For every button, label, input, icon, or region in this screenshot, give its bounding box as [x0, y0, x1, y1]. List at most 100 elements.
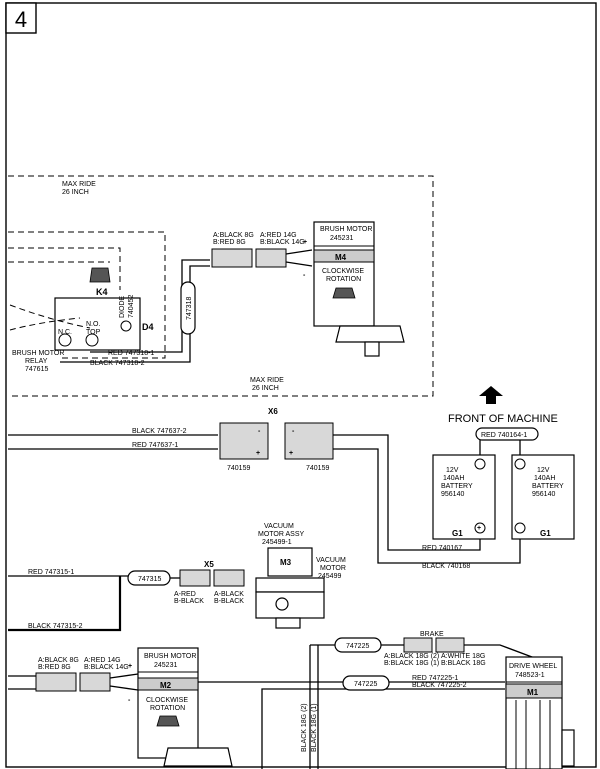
x6-left-plus: +: [256, 450, 260, 457]
lower-motor-title: BRUSH MOTOR: [144, 653, 196, 660]
brake-left-a: A:BLACK 18G (2): [384, 653, 439, 660]
upper-harness-tag: [180, 281, 196, 335]
x6-right-part: 740159: [306, 465, 329, 472]
brake-label: BRAKE: [420, 631, 444, 638]
drive-harness-tag: [342, 675, 390, 691]
x6-wire-black: BLACK 747637-2: [132, 428, 187, 435]
relay-title1: BRUSH MOTOR: [12, 350, 64, 357]
vac-left-a: A-RED: [174, 591, 196, 598]
upper-harness: 747318 RED 747318-1 BLACK 747318-2: [60, 259, 210, 367]
battery-left: [432, 454, 496, 540]
lower-motor-body: [137, 647, 199, 759]
brake: 747225 BRAKE A:BLACK 18G (2) B:BLACK 18G…: [301, 631, 541, 769]
drive-wheel-part: 748523-1: [515, 672, 545, 679]
x6-connector: BLACK 747637-2 RED 747637-1 X6 - + - + 7…: [8, 407, 521, 564]
brake-harness-tag: [334, 637, 382, 653]
front-label: FRONT OF MACHINE: [448, 413, 558, 425]
vac-assy1: VACUUM: [264, 523, 294, 530]
relay-no: N.O.: [86, 321, 100, 328]
zone-upper-line2: 26 INCH: [62, 189, 89, 196]
vac-wire-red: RED 747315-1: [28, 569, 74, 576]
lower-conn-left-a: A:BLACK 8G: [38, 657, 79, 664]
page-number-box: [5, 2, 37, 34]
diode: D4 DIODE 740452: [119, 295, 154, 332]
brake-harness: 747225: [346, 643, 369, 650]
drive-wire-black: BLACK 747225-2: [412, 682, 467, 689]
page-number: 4: [15, 7, 27, 32]
upper-plus: +: [303, 239, 307, 246]
upper-connector-left: [211, 248, 253, 268]
vac-harness: 747315: [138, 576, 161, 583]
upper-connector-right: [255, 248, 287, 268]
vac-connector-left: [179, 569, 211, 587]
x6-wire-red: RED 747637-1: [132, 442, 178, 449]
upper-motor-brush-icon: [332, 287, 356, 299]
upper-harness-black: BLACK 747318-2: [90, 360, 145, 367]
x6-left-part: 740159: [227, 465, 250, 472]
vac-fan-icon: [275, 597, 289, 611]
vac-motor-ref: M3: [280, 558, 292, 567]
upper-conn-left-a: A:BLACK 8G: [213, 232, 254, 239]
front-of-machine: FRONT OF MACHINE: [448, 386, 558, 425]
max-ride-zone: MAX RIDE 26 INCH MAX RIDE 26 INCH: [8, 175, 434, 397]
battery-left-line3: BATTERY: [441, 483, 473, 490]
diode-ref: D4: [142, 322, 154, 332]
lower-motor-rotation2: ROTATION: [150, 705, 185, 712]
vac-x5: X5: [204, 560, 214, 569]
lower-motor-ref: M2: [160, 681, 172, 690]
battery-left-ref: G1: [452, 529, 463, 538]
upper-conn-right-a: A:RED 14G: [260, 232, 297, 239]
drive-wheel: 747225 RED 747225-1 BLACK 747225-2 DRIVE…: [190, 656, 575, 769]
relay-ref: K4: [96, 287, 108, 297]
battery-link-tag: [475, 427, 539, 441]
x6-right-minus: -: [292, 428, 295, 435]
upper-harness-red: RED 747318-1: [108, 350, 154, 357]
front-arrow-icon: [479, 386, 503, 404]
zone-lower-line2: 26 INCH: [252, 385, 279, 392]
relay-top: TOP: [86, 329, 101, 336]
vertical-wire-1: BLACK 18G (1): [311, 703, 318, 752]
lower-motor-rotation1: CLOCKWISE: [146, 697, 188, 704]
brake-connector-left: [403, 637, 433, 653]
diode-part: 740452: [128, 295, 135, 318]
x6-right-plus: +: [289, 450, 293, 457]
upper-motor-gearbox: [335, 325, 405, 343]
drive-wheel-body: [505, 656, 563, 769]
x6-left-housing: [219, 422, 269, 460]
battery-left-line4: 956140: [441, 491, 464, 498]
vac-connector-right: [213, 569, 245, 587]
x6-ref: X6: [268, 407, 278, 416]
brush-motor-relay: K4 N.O. TOP N.C. BRUSH MOTOR RELAY 74761…: [8, 247, 141, 373]
battery-right-line3: BATTERY: [532, 483, 564, 490]
battery-right-line1: 12V: [537, 467, 550, 474]
lower-motor-brush-icon: [156, 715, 180, 727]
vac-assy2: MOTOR ASSY: [258, 531, 304, 538]
upper-minus: -: [303, 272, 306, 279]
lower-connector-left: [35, 672, 77, 692]
battery-right-line4: 956140: [532, 491, 555, 498]
lower-minus: -: [128, 697, 131, 704]
batteries: RED 740164-1 + 12V 140AH BATTERY 956140 …: [422, 427, 575, 570]
brake-right-a: A:WHITE 18G: [441, 653, 485, 660]
lower-connector-right: [79, 672, 111, 692]
drive-wheel-ref: M1: [527, 688, 539, 697]
x6-right-housing: [284, 422, 334, 460]
svg-text:+: +: [477, 525, 481, 532]
relay-part: 747615: [25, 366, 48, 373]
upper-motor-ref: M4: [335, 253, 347, 262]
lower-conn-left-b: B:RED 8G: [38, 664, 71, 671]
sheet-frame: [5, 2, 597, 768]
brake-right-b: B:BLACK 18G: [441, 660, 486, 667]
vac-left-b: B-BLACK: [174, 598, 204, 605]
brush-motor-upper: A:BLACK 8G B:RED 8G A:RED 14G B:BLACK 14…: [211, 221, 405, 357]
lower-motor-part: 245231: [154, 662, 177, 669]
lower-plus: +: [128, 663, 132, 670]
battery-wire-black: BLACK 740168: [422, 563, 470, 570]
zone-upper-line1: MAX RIDE: [62, 181, 96, 188]
vac-motor-fan: [255, 591, 325, 619]
drive-wheel-title: DRIVE WHEEL: [509, 663, 557, 670]
lower-conn-right-b: B:BLACK 14G: [84, 664, 129, 671]
upper-motor-body: [313, 221, 375, 327]
relay-nc: N.C.: [58, 329, 72, 336]
